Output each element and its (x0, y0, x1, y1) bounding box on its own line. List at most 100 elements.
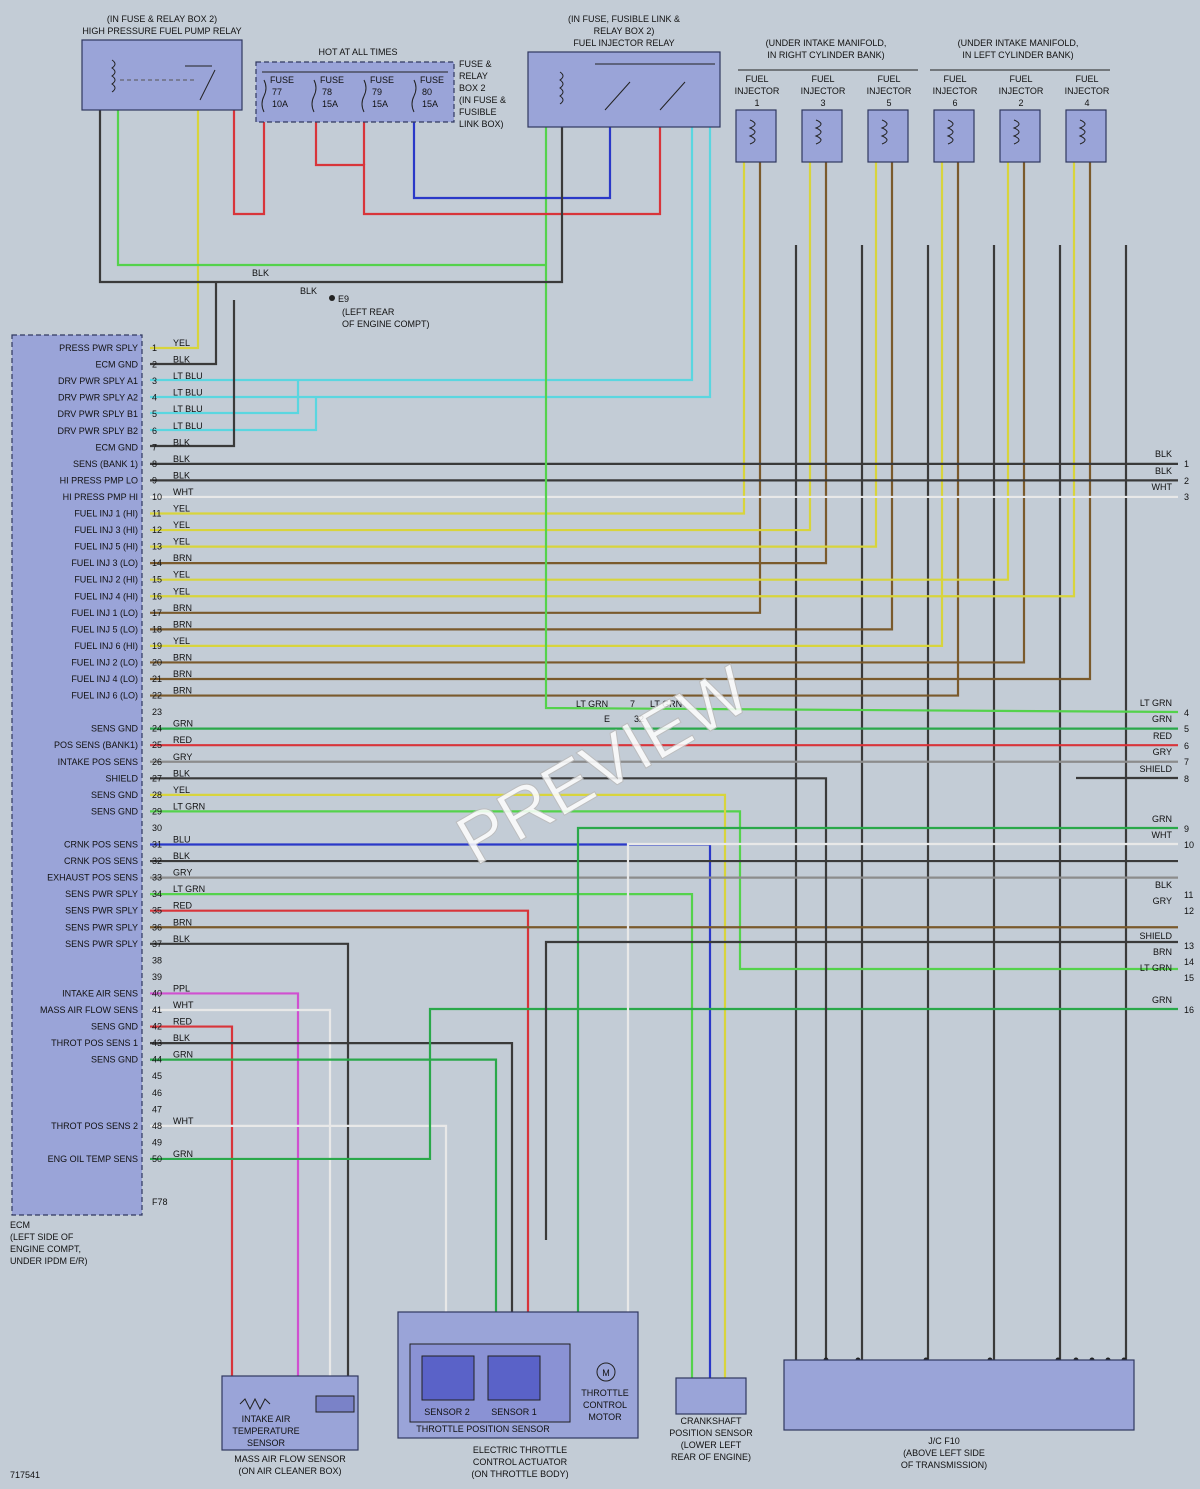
ecm-pin-num-48: 48 (152, 1121, 162, 1131)
ecm-loc1: (LEFT SIDE OF (10, 1232, 74, 1242)
ecm-pin-num-8: 8 (152, 459, 157, 469)
ecm-pin-label-18: FUEL INJ 5 (LO) (71, 624, 138, 634)
injector-body (801, 109, 843, 163)
ecm-pin-wire-12: YEL (173, 520, 190, 530)
injector-coil-icon (946, 119, 954, 145)
ecm-pin-num-33: 33 (152, 873, 162, 883)
ecm-pin-label-36: SENS PWR SPLY (65, 922, 138, 932)
ecm-pin-wire-34: LT GRN (173, 884, 205, 894)
tps-sensor2-icon (421, 1355, 475, 1401)
fuse-amp-78: 15A (322, 99, 338, 109)
fuse-amp-79: 15A (372, 99, 388, 109)
ecm-pin-num-14: 14 (152, 558, 162, 568)
ecm-pin-wire-1: YEL (173, 338, 190, 348)
ecm-pin-label-16: FUEL INJ 4 (HI) (74, 591, 138, 601)
fuse-icon (361, 79, 367, 113)
joint-connector-f10: J/C F10 (ABOVE LEFT SIDE OF TRANSMISSION… (783, 1359, 1135, 1470)
ecm-pin-wire-31: BLU (173, 835, 191, 845)
ecm-pin-num-22: 22 (152, 691, 162, 701)
ecm-pin-num-35: 35 (152, 906, 162, 916)
injector-l1-4: FUEL (1075, 74, 1098, 84)
relay-coil-icon (111, 59, 116, 93)
ecm-pin-label-1: PRESS PWR SPLY (59, 343, 138, 353)
ecm-pin-wire-29: LT GRN (173, 801, 205, 811)
ecm-pin-num-7: 7 (152, 442, 157, 452)
injector-num-6: 6 (952, 98, 957, 108)
ecm-pin-label-44: SENS GND (91, 1055, 139, 1065)
ecm-pin-num-28: 28 (152, 790, 162, 800)
ecm-pin-label-40: INTAKE AIR SENS (62, 988, 138, 998)
ecm-pin-num-12: 12 (152, 525, 162, 535)
ecm-pin-wire-15: YEL (173, 570, 190, 580)
injector-num-3: 3 (820, 98, 825, 108)
edge-wire-2: BLK (1155, 466, 1172, 476)
motor-icon (596, 1362, 616, 1382)
ecm-pin-wire-48: WHT (173, 1116, 194, 1126)
wire-ecm-gnd-7 (150, 300, 236, 448)
ecm-pin-label-28: SENS GND (91, 790, 139, 800)
ecm-pin-label-29: SENS GND (91, 806, 139, 816)
ecm-pin-num-17: 17 (152, 608, 162, 618)
ecm-pin-label-48: THROT POS SENS 2 (51, 1121, 138, 1131)
injector-l2-4: INJECTOR (1065, 86, 1110, 96)
ecm-pin-num-15: 15 (152, 575, 162, 585)
ecm-pin-wire-24: GRN (173, 719, 193, 729)
fuse-num-79: 79 (372, 87, 382, 97)
relay-switch-icon (659, 81, 686, 111)
bank-left-l1: (UNDER INTAKE MANIFOLD, (958, 38, 1079, 48)
fuse-num-77: 77 (272, 87, 282, 97)
wire-ltblu-a (150, 127, 694, 382)
ecm-pin-wire-40: PPL (173, 983, 190, 993)
ecm-pin-label-6: DRV PWR SPLY B2 (57, 426, 138, 436)
ecm-pin-label-4: DRV PWR SPLY A2 (58, 393, 138, 403)
ecm-pin-wire-7: BLK (173, 437, 190, 447)
wire-inj-lo (150, 162, 1026, 664)
ecm-pin-wire-8: BLK (173, 454, 190, 464)
maf-sensor: INTAKE AIR TEMPERATURE SENSOR MASS AIR F… (221, 1375, 359, 1476)
ground-e9: E9 (LEFT REAR OF ENGINE COMPT) BLK BLK (252, 268, 430, 329)
ecm-pin-wire-2: BLK (173, 355, 190, 365)
wire-37 (150, 942, 350, 1376)
ecm-pin-num-2: 2 (152, 360, 157, 370)
ecm-pin-num-19: 19 (152, 641, 162, 651)
iat-l1: INTAKE AIR (242, 1414, 291, 1424)
injector-l1-5: FUEL (877, 74, 900, 84)
ecm-pin-num-45: 45 (152, 1071, 162, 1081)
ecm-pin-label-11: FUEL INJ 1 (HI) (74, 509, 138, 519)
ecm-pin-wire-41: WHT (173, 1000, 194, 1010)
wire-34 (150, 893, 694, 1378)
blk-label: BLK (252, 268, 269, 278)
wire-ltblu-c (150, 380, 300, 415)
fuse-loc-2: RELAY (459, 71, 488, 81)
edge-wire-6: RED (1153, 731, 1173, 741)
ecm-pin-wire-33: GRY (173, 868, 192, 878)
ecm-pin-num-18: 18 (152, 624, 162, 634)
edge-pin-14: 14 (1184, 957, 1194, 967)
ground-loc1: (LEFT REAR (342, 307, 395, 317)
ecm-pin-wire-10: WHT (173, 487, 194, 497)
wire-shield-13 (544, 940, 1178, 1240)
injector-num-4: 4 (1084, 98, 1089, 108)
motor-l1: THROTTLE (581, 1388, 629, 1398)
injector-coil-icon (748, 119, 756, 145)
tps-label: THROTTLE POSITION SENSOR (416, 1424, 550, 1434)
ecm-pin-wire-28: YEL (173, 785, 190, 795)
wire-inj-ltgrn (544, 127, 1179, 714)
edge-wire-13: SHIELD (1139, 931, 1172, 941)
injector-l2-3: INJECTOR (801, 86, 846, 96)
ecm-pin-wire-36: BRN (173, 917, 192, 927)
tps-sensor1-icon (487, 1355, 541, 1401)
ecm-pin-num-36: 36 (152, 922, 162, 932)
injector-coil-icon (880, 119, 888, 145)
ecm-pin-label-26: INTAKE POS SENS (58, 757, 138, 767)
ecm-pin-num-3: 3 (152, 376, 157, 386)
ecm-connector-id: F78 (152, 1197, 168, 1207)
ecm-pin-num-23: 23 (152, 707, 162, 717)
injector-body (867, 109, 909, 163)
wire-35 (150, 909, 530, 1312)
ecm-pin-num-47: 47 (152, 1104, 162, 1114)
ecm-pin-label-10: HI PRESS PMP HI (63, 492, 138, 502)
ecm-pin-num-29: 29 (152, 806, 162, 816)
ecm-pin-num-43: 43 (152, 1038, 162, 1048)
